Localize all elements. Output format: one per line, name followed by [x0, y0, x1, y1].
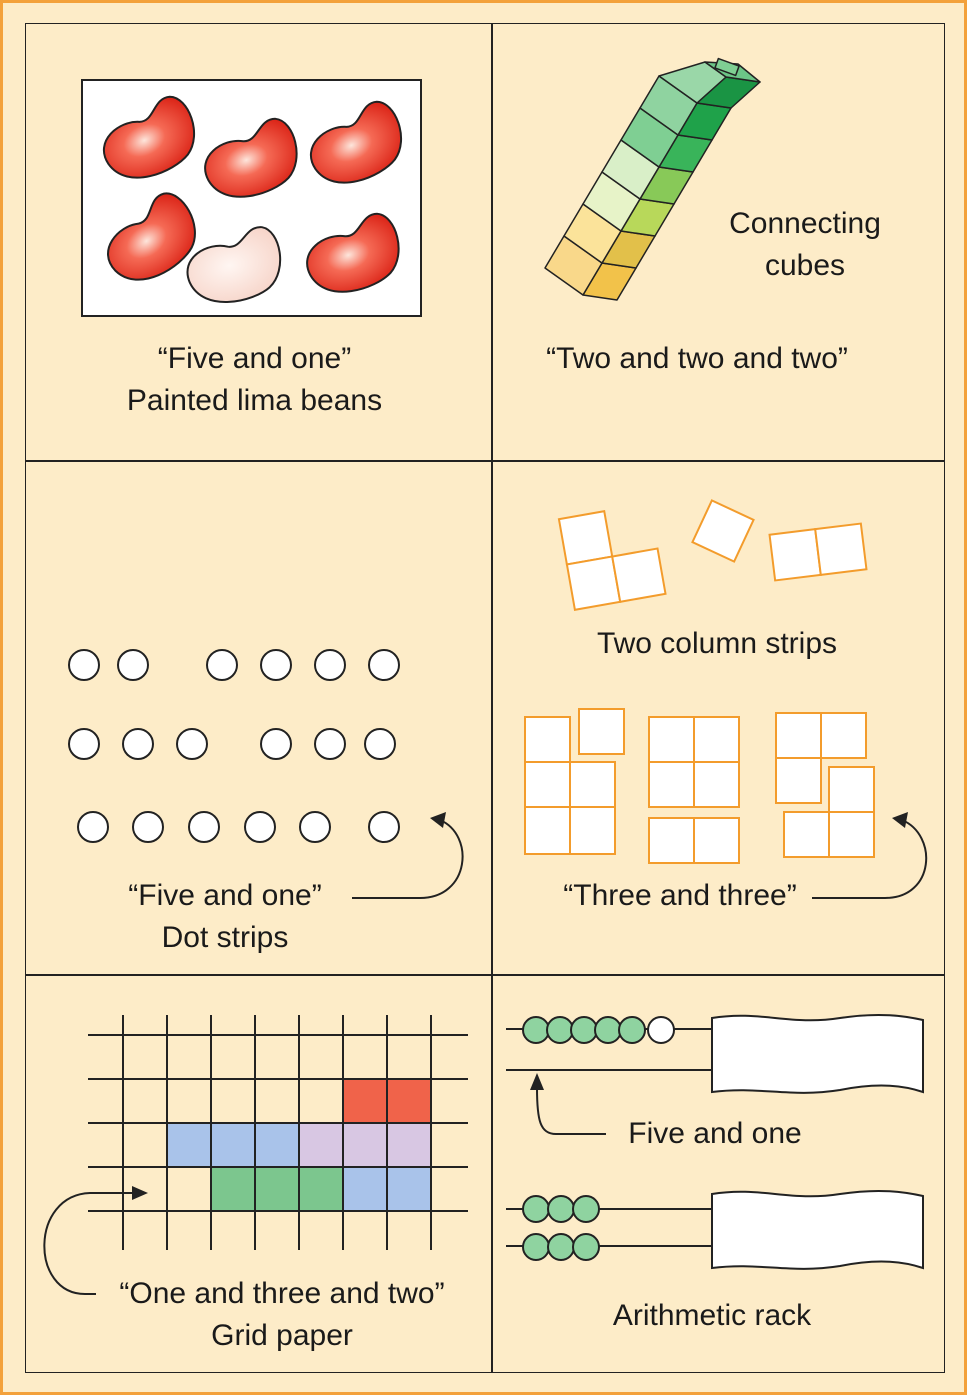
dot	[368, 811, 400, 843]
bead-green	[572, 1233, 600, 1261]
bead-green	[547, 1195, 575, 1223]
vertical-divider	[491, 24, 493, 1372]
horizontal-divider-2	[26, 974, 944, 976]
column-strips-arrow	[812, 812, 928, 899]
grid-paper	[88, 1015, 468, 1250]
bead-green	[522, 1233, 550, 1261]
bean-red	[306, 212, 400, 293]
lima-beans-caption-line1: “Five and one”	[157, 342, 352, 375]
dot-strips-arrow	[352, 812, 464, 899]
lima-beans-panel	[81, 79, 422, 317]
arithmetic-rack	[506, 1013, 924, 1270]
bead-green	[594, 1016, 622, 1044]
dot	[206, 649, 238, 681]
dot	[314, 728, 346, 760]
bean-red	[204, 117, 298, 198]
column-strips-caption: “Three and three”	[563, 879, 797, 912]
grid-paper-arrow	[43, 1186, 148, 1295]
lima-beans-caption: “Five and one” Painted lima beans	[22, 338, 487, 422]
dot	[260, 728, 292, 760]
column-strips-title: Two column strips	[596, 627, 838, 660]
bean-red	[309, 100, 403, 184]
dot	[68, 728, 100, 760]
cubes-label-line2: cubes	[764, 249, 846, 282]
rack-title: Arithmetic rack	[612, 1299, 812, 1332]
grid-paper-caption: “One and three and two” Grid paper	[22, 1273, 542, 1357]
cubes-label: Connecting cubes	[700, 203, 910, 287]
dot	[77, 811, 109, 843]
bead-green	[522, 1195, 550, 1223]
dot	[314, 649, 346, 681]
bead-green	[572, 1195, 600, 1223]
bead-green	[618, 1016, 646, 1044]
bead-green	[547, 1233, 575, 1261]
connecting-cubes	[544, 57, 761, 301]
rack-label: Five and one	[628, 1117, 802, 1150]
horizontal-divider-1	[26, 460, 944, 462]
dot	[260, 649, 292, 681]
grid-paper-caption-line1: “One and three and two”	[119, 1277, 445, 1310]
rack-frame-bottom	[711, 1189, 924, 1270]
bead-green	[546, 1016, 574, 1044]
dot-strips	[68, 649, 400, 843]
bean-white	[186, 226, 282, 303]
cubes-caption: “Two and two and two”	[546, 342, 848, 375]
cubes-label-line1: Connecting	[729, 207, 881, 240]
dot	[117, 649, 149, 681]
dot	[244, 811, 276, 843]
dot-strips-caption: “Five and one” Dot strips	[100, 875, 350, 959]
bean-red	[102, 95, 196, 179]
dot	[364, 728, 396, 760]
bead-green	[570, 1016, 598, 1044]
lima-beans-caption-line2: Painted lima beans	[126, 384, 383, 417]
panel-grid	[25, 23, 945, 1373]
dot	[368, 649, 400, 681]
dot	[176, 728, 208, 760]
rack-arrow	[530, 1073, 606, 1135]
dot	[188, 811, 220, 843]
bead-white	[647, 1016, 675, 1044]
rack-frame-top	[711, 1013, 924, 1094]
dot-strips-caption-line2: Dot strips	[161, 921, 289, 954]
column-strips	[524, 499, 875, 864]
dot	[122, 728, 154, 760]
dot	[68, 649, 100, 681]
bead-green	[522, 1016, 550, 1044]
dot	[132, 811, 164, 843]
dot-strips-caption-line1: “Five and one”	[128, 879, 322, 912]
grid-paper-caption-line2: Grid paper	[211, 1319, 353, 1352]
dot	[299, 811, 331, 843]
bean-red	[107, 192, 196, 281]
